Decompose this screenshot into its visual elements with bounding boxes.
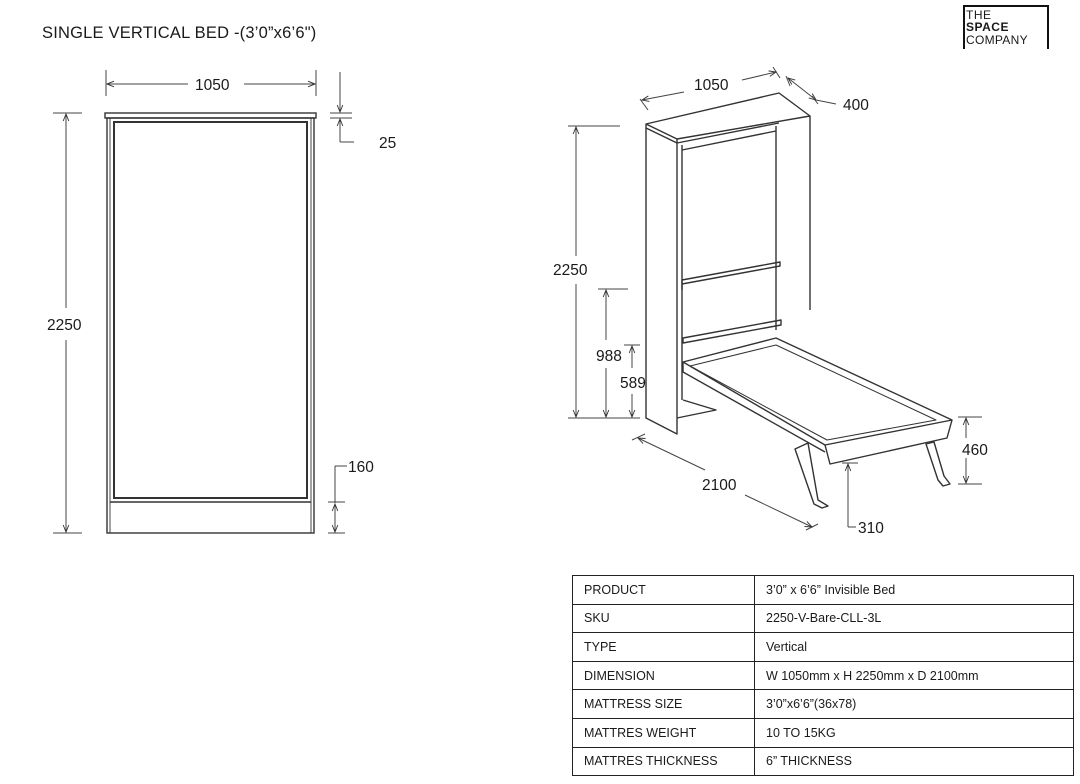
front-view bbox=[104, 112, 317, 534]
spec-value: 3’0” x 6’6” Invisible Bed bbox=[754, 575, 1074, 605]
drawing-title: SINGLE VERTICAL BED -(3’0”x6’6") bbox=[42, 24, 317, 42]
logo-bracket bbox=[963, 5, 1049, 49]
spec-key: MATTRESS SIZE bbox=[572, 689, 755, 719]
front-cabinet-outline bbox=[106, 117, 315, 534]
iso-depth-label: 400 bbox=[843, 97, 869, 114]
table-row: PRODUCT 3’0” x 6’6” Invisible Bed bbox=[572, 575, 1074, 605]
front-width-label: 1050 bbox=[195, 77, 230, 94]
logo-line-3: COMPANY bbox=[966, 33, 1030, 47]
iso-width-label: 1050 bbox=[694, 77, 729, 94]
front-top-board bbox=[104, 112, 317, 119]
front-base-height-label: 160 bbox=[348, 459, 374, 476]
table-row: MATTRES THICKNESS 6” THICKNESS bbox=[572, 746, 1074, 777]
table-row: MATTRES WEIGHT 10 TO 15KG bbox=[572, 717, 1074, 748]
iso-view bbox=[645, 92, 953, 509]
spec-key: MATTRES THICKNESS bbox=[572, 746, 755, 777]
iso-bed-top-label: 460 bbox=[962, 442, 988, 459]
company-logo: THE SPACE COMPANY bbox=[963, 5, 1049, 49]
spec-value: 2250-V-Bare-CLL-3L bbox=[754, 603, 1074, 634]
iso-bed-frame bbox=[682, 337, 953, 446]
iso-height-label: 2250 bbox=[553, 262, 588, 279]
spec-key: MATTRES WEIGHT bbox=[572, 717, 755, 748]
iso-shelf bbox=[681, 261, 781, 285]
front-inner-panel bbox=[113, 121, 308, 499]
spec-value: 3’0”x6’6”(36x78) bbox=[754, 689, 1074, 719]
iso-shelf-height-label: 988 bbox=[596, 348, 622, 365]
iso-length-label: 2100 bbox=[702, 477, 737, 494]
spec-key: DIMENSION bbox=[572, 660, 755, 691]
iso-bed-height-label: 589 bbox=[620, 375, 646, 392]
spec-key: PRODUCT bbox=[572, 575, 755, 605]
table-row: SKU 2250-V-Bare-CLL-3L bbox=[572, 603, 1074, 634]
iso-dimensions bbox=[568, 66, 982, 531]
logo-line-2: SPACE bbox=[966, 20, 1009, 34]
iso-cabinet-front-frame bbox=[645, 128, 678, 435]
front-height-label: 2250 bbox=[47, 317, 82, 334]
iso-top-board bbox=[645, 92, 811, 140]
iso-leg-label: 310 bbox=[858, 520, 884, 537]
table-row: TYPE Vertical bbox=[572, 632, 1074, 662]
front-dimensions bbox=[53, 70, 354, 534]
iso-leg-left bbox=[794, 442, 829, 509]
table-row: MATTRESS SIZE 3’0”x6’6”(36x78) bbox=[572, 689, 1074, 719]
spec-value: W 1050mm x H 2250mm x D 2100mm bbox=[754, 660, 1074, 691]
table-row: DIMENSION W 1050mm x H 2250mm x D 2100mm bbox=[572, 660, 1074, 691]
spec-key: SKU bbox=[572, 603, 755, 634]
front-top-thickness-label: 25 bbox=[379, 135, 396, 152]
spec-table: PRODUCT 3’0” x 6’6” Invisible Bed SKU 22… bbox=[572, 575, 1074, 777]
spec-key: TYPE bbox=[572, 632, 755, 662]
iso-leg-right bbox=[925, 441, 951, 487]
spec-value: 10 TO 15KG bbox=[754, 717, 1074, 748]
logo-line-1: THE bbox=[966, 8, 992, 22]
spec-value: Vertical bbox=[754, 632, 1074, 662]
spec-value: 6” THICKNESS bbox=[754, 746, 1074, 777]
